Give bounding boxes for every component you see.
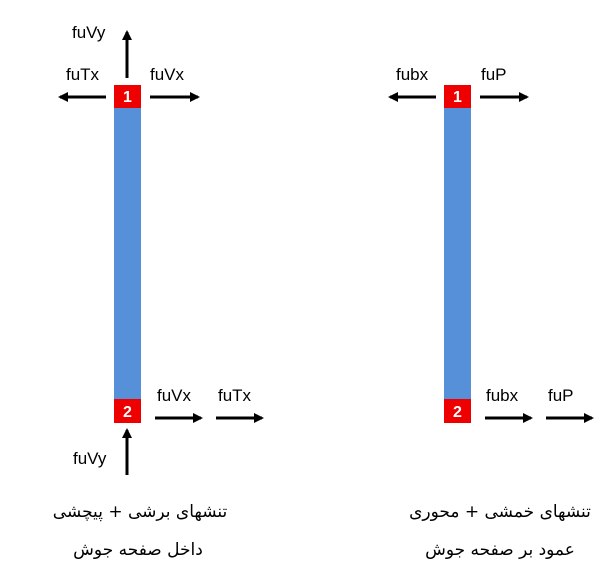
right-node-1 [444, 85, 471, 108]
right-caption-line-2: عمود بر صفحه جوش [425, 540, 575, 560]
left-top-up-label: fuVy [72, 23, 106, 42]
right-weld-member [444, 85, 471, 423]
right-node-2-number: 2 [453, 404, 462, 421]
left-node-1-number: 1 [123, 89, 132, 106]
right-bottom-right-label-1: fubx [486, 386, 519, 405]
left-node-2-number: 2 [123, 404, 132, 421]
right-node-2 [444, 399, 471, 423]
left-panel: 1 2 fuVy fuTx fuVx fuVx fuTx fuVy تنشهای… [53, 23, 264, 560]
left-caption-line-1: تنشهای برشی + پیچشی [53, 502, 228, 522]
left-top-left-label: fuTx [66, 65, 100, 84]
right-bottom-right-label-2: fuP [548, 386, 574, 405]
right-top-left-label: fubx [396, 65, 429, 84]
right-caption-line-1: تنشهای خمشی + محوری [409, 502, 591, 522]
left-node-1 [114, 85, 141, 108]
right-top-right-label: fuP [481, 65, 507, 84]
left-caption-line-2: داخل صفحه جوش [73, 540, 203, 560]
right-panel: 1 2 fubx fuP fubx fuP تنشهای خمشی + محور… [388, 65, 594, 560]
left-bottom-right-label-2: fuTx [218, 386, 252, 405]
left-top-right-label: fuVx [150, 65, 185, 84]
left-node-2 [114, 399, 141, 423]
left-weld-member [114, 85, 141, 423]
right-node-1-number: 1 [453, 89, 462, 106]
left-bottom-right-label-1: fuVx [157, 386, 192, 405]
left-bottom-up-label: fuVy [73, 449, 107, 468]
